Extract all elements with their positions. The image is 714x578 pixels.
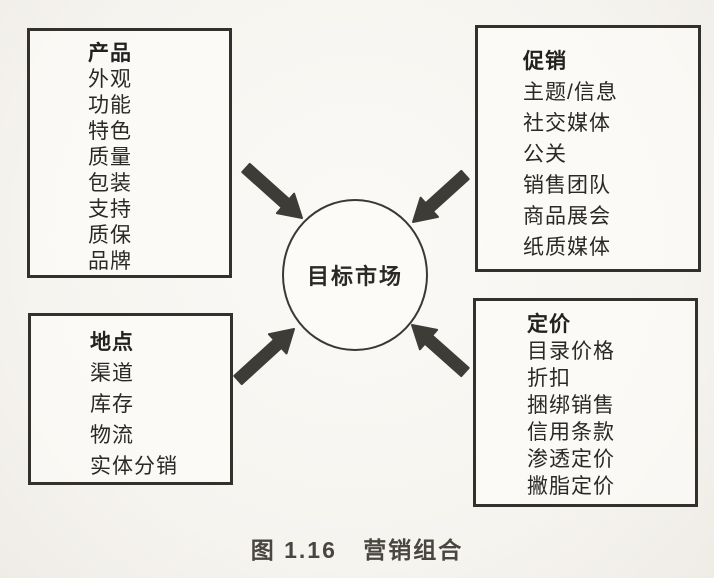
promotion-box-item: 商品展会: [523, 205, 611, 228]
pricing-box-item: 信用条款: [527, 421, 615, 444]
product-box-item: 包装: [88, 172, 132, 195]
target-market-label: 目标市场: [306, 264, 403, 289]
pricing-box-item: 捆绑销售: [527, 394, 615, 417]
promotion-box-item: 社交媒体: [523, 112, 611, 135]
product-box-item: 功能: [88, 94, 132, 117]
product-box-item: 品牌: [88, 250, 132, 273]
target-market-circle: 目标市场: [282, 199, 428, 351]
product-box-item: 支持: [88, 198, 132, 221]
pricing-box: 定价 目录价格 折扣 捆绑销售 信用条款 渗透定价 撇脂定价: [473, 298, 698, 507]
arrow-place-to-center-icon: [233, 328, 295, 386]
product-box-item: 外观: [88, 68, 132, 91]
figure-number: 图 1.16: [250, 537, 337, 563]
product-box-item: 质保: [88, 224, 132, 247]
promotion-box: 促销 主题/信息 社交媒体 公关 销售团队 商品展会 纸质媒体: [475, 25, 701, 272]
pricing-box-item: 渗透定价: [527, 448, 615, 471]
arrow-product-to-center-icon: [241, 162, 303, 219]
product-box-title: 产品: [88, 42, 132, 65]
promotion-box-item: 主题/信息: [523, 81, 618, 104]
promotion-box-item: 纸质媒体: [523, 236, 611, 259]
place-box-title: 地点: [90, 331, 134, 354]
place-box-item: 渠道: [90, 362, 134, 385]
product-box-item: 质量: [88, 146, 132, 169]
place-box-item: 物流: [90, 424, 134, 447]
pricing-box-item: 折扣: [527, 367, 571, 390]
figure-caption: 图 1.16 营销组合: [0, 531, 714, 565]
arrow-promotion-to-center-icon: [412, 169, 470, 223]
place-box-item: 实体分销: [90, 455, 178, 478]
figure-title: 营销组合: [363, 537, 464, 563]
place-box: 地点 渠道 库存 物流 实体分销: [28, 313, 233, 485]
promotion-box-item: 公关: [523, 143, 567, 166]
product-box: 产品 外观 功能 特色 质量 包装 支持 质保 品牌: [27, 28, 232, 278]
pricing-box-title: 定价: [527, 313, 571, 336]
product-box-item: 特色: [88, 120, 132, 143]
promotion-box-item: 销售团队: [523, 174, 611, 197]
place-box-item: 库存: [90, 393, 134, 416]
arrow-pricing-to-center-icon: [411, 324, 470, 378]
promotion-box-title: 促销: [523, 50, 567, 73]
pricing-box-item: 撇脂定价: [527, 475, 615, 498]
pricing-box-item: 目录价格: [527, 340, 615, 363]
